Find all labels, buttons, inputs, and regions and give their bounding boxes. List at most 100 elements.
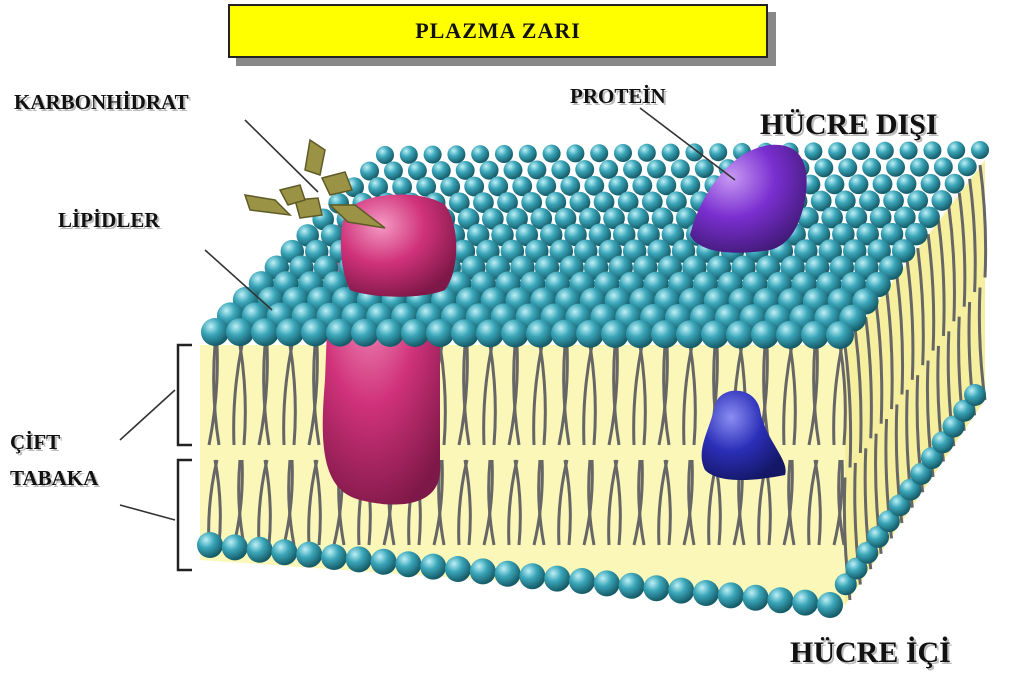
lipid-head [647,160,666,179]
label-inside-cell: HÜCRE İÇİ [790,636,951,670]
lipid-head [668,578,694,604]
label-protein: PROTEİN [570,84,666,109]
lipid-head [726,321,754,349]
lipid-head [594,570,620,596]
label-bilayer-line2: TABAKA [10,466,98,491]
bilayer-brackets [178,345,192,570]
lipid-head [693,580,719,606]
lipid-head [544,566,570,592]
lipid-head [519,563,545,589]
lipid-head [471,145,489,163]
lipid-head [685,143,703,161]
lipid-head [923,141,941,159]
lipid-head [651,320,679,348]
label-outside-cell: HÜCRE DIŞI [760,108,938,142]
lipid-head [395,551,421,577]
lipid-head [501,319,529,347]
lipid-head [197,532,223,558]
lipid-head [346,546,372,572]
lipid-head [876,142,894,160]
lipid-head [862,158,881,177]
lipid-head [676,320,704,348]
lipid-head [321,544,347,570]
lipid-head [947,141,965,159]
lipid-head [470,558,496,584]
lipid-head [614,144,632,162]
lipid-head [376,319,404,347]
lipid-head [376,146,394,164]
lipid-head [623,160,642,179]
lipid-head [804,142,822,160]
lipid-head [599,160,618,179]
lipid-head [526,320,554,348]
label-bilayer-line1: ÇİFT [10,430,60,455]
bilayer-leader-bottom [120,505,175,520]
lipid-head [958,157,977,176]
lipid-head [964,384,986,406]
lipid-head [792,590,818,616]
lipid-head [251,318,279,346]
lipid-head [601,320,629,348]
lipid-head [543,145,561,163]
lipid-head [401,319,429,347]
label-lipids: LİPİDLER [58,208,160,233]
lipid-head [626,320,654,348]
lipid-head [776,321,804,349]
lipid-head [576,320,604,348]
lipid-head [638,144,656,162]
carbohydrate-chain [245,140,385,228]
lipid-head [351,319,379,347]
lipid-head [371,549,397,575]
lipid-head [767,587,793,613]
lipid-head [825,174,845,194]
lipid-head [247,537,273,563]
lipid-head [420,554,446,580]
bilayer-leader-top [120,390,175,440]
lipid-head [838,158,857,177]
lipid-head [910,158,929,177]
lipid-head [590,144,608,162]
lipid-head [296,542,322,568]
lipid-head [519,145,537,163]
lipid-head [222,534,248,560]
lipid-head [900,142,918,160]
lipid-head [495,561,521,587]
lipid-head [849,174,869,194]
lipid-head [643,575,669,601]
lipid-head [619,573,645,599]
lipid-head [873,174,893,194]
lipid-head [931,190,952,211]
lipid-head [445,556,471,582]
lipid-head [271,539,297,565]
lipid-head [426,319,454,347]
lipid-head [400,146,418,164]
lipid-head [424,146,442,164]
lipid-head [828,142,846,160]
lipid-head [751,321,779,349]
lipid-head [495,145,513,163]
lipid-head [476,319,504,347]
lipid-head [743,585,769,611]
lipid-head [551,160,570,179]
lipid-head [801,321,829,349]
lipid-head [718,582,744,608]
lipid-head [451,319,479,347]
lipid-head [971,141,989,159]
lipid-head [276,318,304,346]
lipid-head [671,159,690,178]
lipid-head [709,143,727,161]
lipid-head [326,319,354,347]
lipid-head [551,320,579,348]
lipid-head [921,174,941,194]
lipid-head [447,145,465,163]
lipid-head [945,174,965,194]
lipid-head [934,158,953,177]
lipid-head [575,160,594,179]
lipid-head [569,568,595,594]
lipid-head [662,144,680,162]
lipid-head [566,144,584,162]
lipid-head [897,174,917,194]
lipid-head [701,320,729,348]
lipid-head [301,318,329,346]
lipid-head [814,158,833,177]
